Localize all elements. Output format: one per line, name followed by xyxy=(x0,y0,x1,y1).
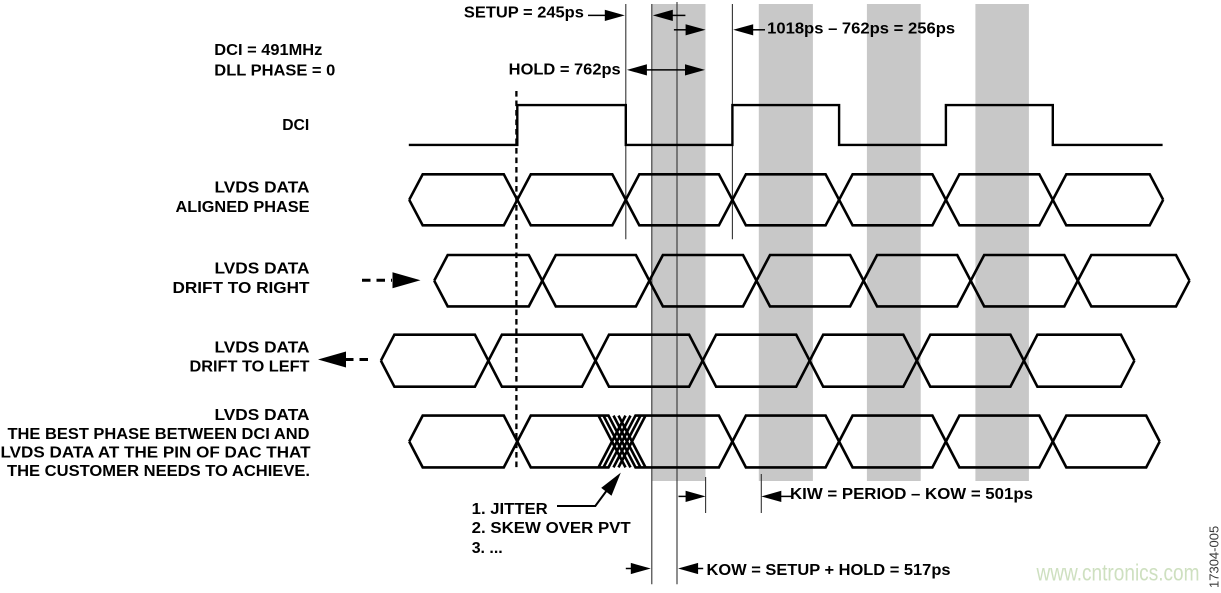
svg-text:LVDS DATA AT THE PIN OF DAC TH: LVDS DATA AT THE PIN OF DAC THAT xyxy=(1,445,311,462)
svg-text:ALIGNED PHASE: ALIGNED PHASE xyxy=(176,199,310,216)
svg-text:2. SKEW OVER PVT: 2. SKEW OVER PVT xyxy=(472,520,631,537)
svg-text:LVDS DATA: LVDS DATA xyxy=(215,261,310,278)
svg-text:LVDS DATA: LVDS DATA xyxy=(215,179,310,196)
svg-text:www.cntronics.com: www.cntronics.com xyxy=(1036,560,1200,586)
svg-text:THE CUSTOMER NEEDS TO ACHIEVE.: THE CUSTOMER NEEDS TO ACHIEVE. xyxy=(7,463,310,480)
svg-text:3. ...: 3. ... xyxy=(472,540,503,557)
svg-text:KIW = PERIOD – KOW = 501ps: KIW = PERIOD – KOW = 501ps xyxy=(790,486,1033,503)
svg-text:DRIFT TO LEFT: DRIFT TO LEFT xyxy=(190,359,310,376)
svg-text:17304-005: 17304-005 xyxy=(1207,526,1221,588)
svg-text:KOW = SETUP + HOLD = 517ps: KOW = SETUP + HOLD = 517ps xyxy=(707,562,951,579)
svg-text:DCI: DCI xyxy=(282,117,309,134)
svg-text:1. JITTER: 1. JITTER xyxy=(472,501,548,518)
svg-text:HOLD = 762ps: HOLD = 762ps xyxy=(509,62,621,79)
svg-text:LVDS DATA: LVDS DATA xyxy=(215,340,310,357)
svg-text:DRIFT TO RIGHT: DRIFT TO RIGHT xyxy=(173,280,310,297)
svg-text:DLL PHASE = 0: DLL PHASE = 0 xyxy=(214,62,335,79)
svg-text:DCI = 491MHz: DCI = 491MHz xyxy=(214,42,322,59)
svg-text:1018ps – 762ps = 256ps: 1018ps – 762ps = 256ps xyxy=(767,20,955,37)
svg-text:SETUP = 245ps: SETUP = 245ps xyxy=(464,5,584,22)
svg-text:THE BEST PHASE BETWEEN DCI AND: THE BEST PHASE BETWEEN DCI AND xyxy=(8,426,310,443)
svg-text:LVDS DATA: LVDS DATA xyxy=(215,407,310,424)
